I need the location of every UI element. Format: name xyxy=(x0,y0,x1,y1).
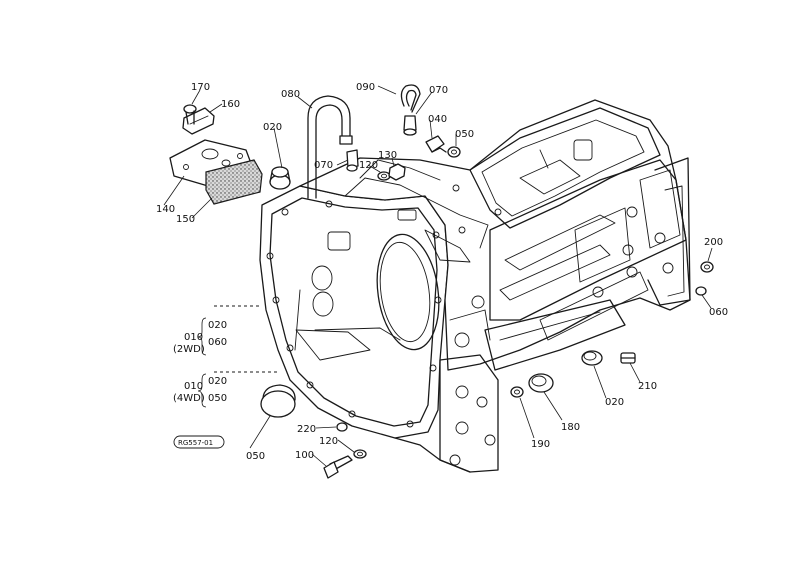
label-020-lower: 020 xyxy=(605,397,624,408)
washer-120-lower xyxy=(353,449,367,459)
variant-group-2wd: 010 020 060 (2WD) xyxy=(173,317,227,356)
label-150: 150 xyxy=(176,214,195,225)
label-100: 100 xyxy=(295,450,314,461)
label-120-lower: 120 xyxy=(319,436,338,447)
drawing-reference: RG557-01 xyxy=(173,435,225,449)
label-040: 040 xyxy=(428,114,447,125)
plug-020-lower xyxy=(581,350,603,366)
transmission-case-housing xyxy=(259,99,691,473)
washer-190 xyxy=(510,386,524,398)
label-140: 140 xyxy=(156,204,175,215)
label-2wd-parent: 010 xyxy=(184,332,203,343)
label-180: 180 xyxy=(561,422,580,433)
variant-group-4wd: 010 020 050 (4WD) xyxy=(173,373,227,408)
label-4wd-050: 050 xyxy=(208,393,227,404)
label-190: 190 xyxy=(531,439,550,450)
cap-180 xyxy=(528,373,554,393)
hook-090 xyxy=(400,84,421,113)
label-070-upper: 070 xyxy=(429,85,448,96)
plug-020-upper xyxy=(269,166,291,190)
label-060-right: 060 xyxy=(709,307,728,318)
drawing-ref-text: RG557-01 xyxy=(178,439,213,447)
label-090: 090 xyxy=(356,82,375,93)
dowel-220 xyxy=(336,422,348,432)
label-2wd-variant: (2WD) xyxy=(173,344,205,355)
pipe-080 xyxy=(307,95,353,199)
pin-070-upper xyxy=(403,115,417,136)
label-220: 220 xyxy=(297,424,316,435)
cover-050-lower xyxy=(260,384,296,418)
leader-lines xyxy=(163,85,713,467)
label-4wd-020: 020 xyxy=(208,376,227,387)
bolt-100 xyxy=(323,455,353,479)
label-080: 080 xyxy=(281,89,300,100)
bracket-160 xyxy=(182,107,215,135)
label-020-upper: 020 xyxy=(263,122,282,133)
label-2wd-020: 020 xyxy=(208,320,227,331)
label-050-lower: 050 xyxy=(246,451,265,462)
bolt-170 xyxy=(183,104,197,125)
label-130: 130 xyxy=(378,150,397,161)
label-050-upper: 050 xyxy=(455,129,474,140)
drain-plug-210 xyxy=(620,352,636,364)
plug-060-right xyxy=(695,286,707,296)
washer-050-upper xyxy=(447,146,461,158)
gasket-150 xyxy=(205,159,263,205)
callout-labels: 170 160 080 090 070 020 040 050 070 120 … xyxy=(156,82,728,462)
nut-130 xyxy=(388,163,406,181)
plug-200 xyxy=(700,261,714,273)
plug-040 xyxy=(425,135,447,153)
label-170: 170 xyxy=(191,82,210,93)
label-4wd-variant: (4WD) xyxy=(173,393,205,404)
label-200: 200 xyxy=(704,237,723,248)
label-4wd-parent: 010 xyxy=(184,381,203,392)
label-070-lower: 070 xyxy=(314,160,333,171)
label-210: 210 xyxy=(638,381,657,392)
washer-120-upper xyxy=(377,171,391,181)
label-120-upper: 120 xyxy=(359,160,378,171)
label-160: 160 xyxy=(221,99,240,110)
pin-070-lower xyxy=(346,149,359,172)
label-2wd-060: 060 xyxy=(208,337,227,348)
